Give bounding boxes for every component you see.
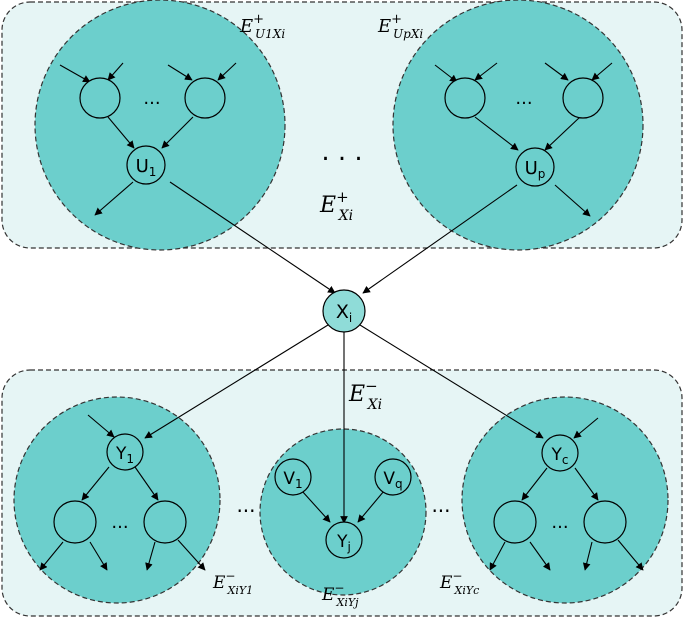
edge <box>544 62 569 81</box>
ellipsis-u1: ... <box>143 88 160 109</box>
label-e-minus-xi: E−Xi <box>348 377 382 413</box>
anon-node <box>562 77 604 119</box>
edge <box>94 181 134 216</box>
edge <box>573 417 599 439</box>
anon-node <box>79 77 121 119</box>
svg-text:Xi: Xi <box>336 301 352 325</box>
edge <box>582 541 593 571</box>
ellipsis-up: ... <box>515 88 532 109</box>
node-y1: Y1 <box>106 433 144 471</box>
edge <box>89 541 108 571</box>
svg-text:V1: V1 <box>283 469 302 491</box>
edge <box>591 62 613 81</box>
edge <box>474 62 498 81</box>
node-v1: V1 <box>274 458 312 496</box>
ellipsis-clusters: . . . <box>321 137 362 167</box>
node-vq: Vq <box>374 458 412 496</box>
anon-node <box>143 500 187 544</box>
edge <box>489 541 506 571</box>
edge <box>544 116 581 151</box>
cluster-u1 <box>34 0 286 251</box>
node-yj: Yj <box>325 521 363 559</box>
edge <box>177 539 206 571</box>
node-u1: U1 <box>126 145 166 185</box>
ellipsis-between-left: ... <box>236 493 255 517</box>
edge <box>39 541 64 571</box>
edge-xi-yc <box>359 324 544 439</box>
ellipsis-y1: ... <box>111 512 128 533</box>
cluster-y1 <box>13 396 221 604</box>
edge <box>529 541 551 571</box>
label-e-u1-xi: E+U1Xi <box>239 12 285 41</box>
svg-text:Yc: Yc <box>551 445 569 467</box>
anon-node <box>53 500 97 544</box>
edge-xi-y1 <box>144 324 329 439</box>
anon-node <box>583 500 627 544</box>
edge <box>107 116 135 149</box>
anon-node <box>184 77 226 119</box>
label-e-xi-y1: E−XiY1 <box>212 569 253 597</box>
cluster-up <box>392 0 644 251</box>
svg-text:Vq: Vq <box>383 469 402 491</box>
ellipsis-between-right: ... <box>431 493 450 517</box>
cluster-yj <box>259 428 427 596</box>
edge-up-xi <box>362 184 518 294</box>
node-xi: Xi <box>322 289 366 333</box>
node-up: Up <box>515 147 555 187</box>
svg-text:Yj: Yj <box>336 532 351 554</box>
svg-text:Y1: Y1 <box>115 444 134 466</box>
edge-u1-xi <box>169 181 336 294</box>
edge <box>107 62 124 81</box>
edge <box>474 116 519 151</box>
svg-text:U1: U1 <box>136 156 157 179</box>
edge <box>81 466 110 501</box>
edge <box>617 539 644 571</box>
edge <box>217 62 237 81</box>
edge <box>161 116 194 149</box>
label-e-xi-yj: E−XiYj <box>321 581 359 609</box>
edge <box>145 541 156 571</box>
anon-node <box>493 500 537 544</box>
edge <box>134 466 159 501</box>
edge <box>434 64 458 83</box>
anon-node <box>444 77 486 119</box>
edge <box>554 184 591 217</box>
label-e-plus-xi: E+Xi <box>319 188 353 224</box>
edge <box>574 467 599 501</box>
edge <box>87 414 115 438</box>
edge <box>521 467 548 501</box>
edge <box>301 490 331 523</box>
ellipsis-yc: ... <box>551 512 568 533</box>
label-e-up-xi: E+UpXi <box>377 12 423 41</box>
node-yc: Yc <box>541 434 579 472</box>
svg-text:Up: Up <box>525 158 546 181</box>
label-e-xi-yc: E−XiYc <box>439 569 479 597</box>
edge <box>167 64 193 81</box>
cluster-yc <box>461 396 669 604</box>
edge <box>59 64 91 83</box>
edge <box>357 490 385 523</box>
